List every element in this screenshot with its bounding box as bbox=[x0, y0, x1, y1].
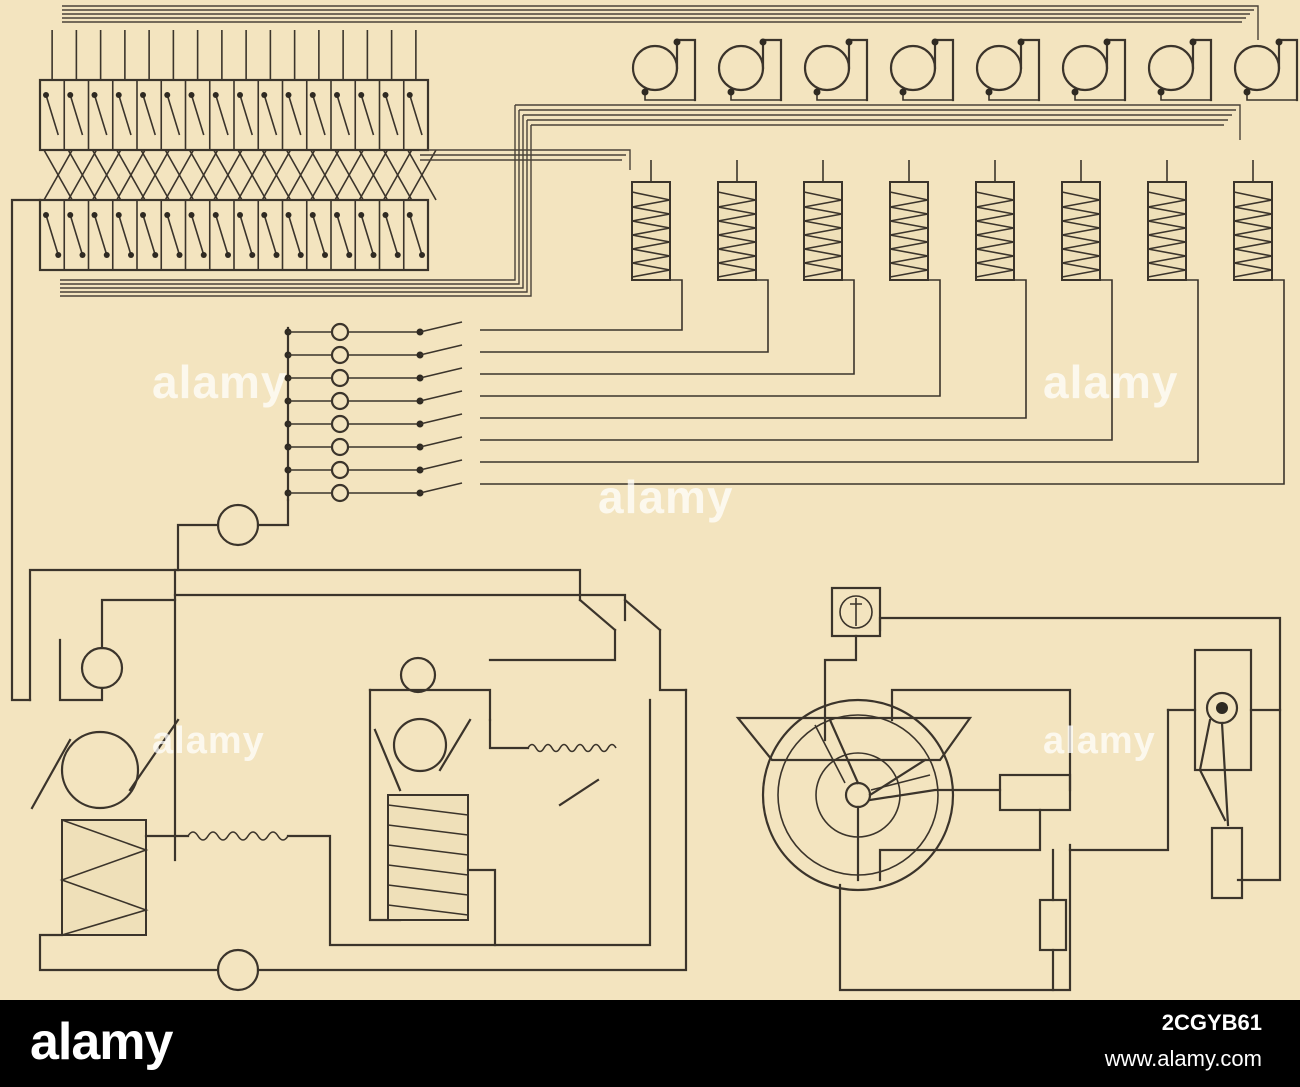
switch-pair bbox=[257, 30, 292, 270]
signal-lamp-row bbox=[284, 482, 463, 503]
lower-middle-relay bbox=[368, 656, 617, 947]
signal-lamp-row bbox=[284, 321, 463, 342]
switch-pair bbox=[111, 30, 146, 270]
top-lamp bbox=[631, 38, 697, 102]
top-lamp bbox=[1061, 38, 1127, 102]
relay-coil bbox=[480, 160, 855, 375]
central-lamp bbox=[176, 498, 290, 572]
switch-pair bbox=[233, 30, 267, 270]
switch-pair bbox=[354, 30, 389, 270]
signal-lamp-column bbox=[284, 321, 463, 503]
switch-pair bbox=[39, 30, 73, 270]
relay-coil bbox=[480, 160, 1113, 441]
relay-coil bbox=[480, 160, 683, 331]
signal-lamp-row bbox=[284, 459, 463, 480]
signal-lamp-row bbox=[284, 390, 463, 411]
watermark-right: alamy bbox=[1043, 356, 1179, 408]
stock-footer-bar: alamy 2CGYB61 www.alamy.com bbox=[0, 1000, 1300, 1087]
switch-pair bbox=[402, 30, 437, 270]
middle-cable-bundle bbox=[60, 104, 1241, 297]
top-lamp bbox=[1147, 38, 1213, 102]
top-lamp bbox=[717, 38, 783, 102]
relay-coil bbox=[480, 160, 1027, 419]
top-lamp bbox=[803, 38, 869, 102]
wiring-schematic bbox=[10, 5, 1299, 992]
switch-pair bbox=[184, 30, 219, 270]
motor-assembly bbox=[735, 586, 1282, 992]
switch-pair bbox=[208, 30, 243, 270]
lower-left-relay bbox=[28, 568, 688, 992]
top-lamp bbox=[1233, 38, 1299, 102]
switch-cells bbox=[39, 30, 437, 270]
relay-coil bbox=[480, 160, 1285, 485]
top-lamp-row bbox=[631, 38, 1299, 102]
signal-lamp-row bbox=[284, 413, 463, 434]
switch-pair bbox=[87, 30, 122, 270]
stock-logo[interactable]: alamy bbox=[30, 1013, 173, 1071]
image-id-label: 2CGYB61 bbox=[1161, 1010, 1262, 1035]
switch-pair bbox=[305, 30, 340, 270]
watermark-center: alamy bbox=[598, 471, 734, 523]
switch-pair bbox=[378, 30, 413, 270]
signal-lamp-row bbox=[284, 436, 463, 457]
watermark-left: alamy bbox=[152, 356, 288, 408]
switch-pair bbox=[160, 30, 195, 270]
relay-coil bbox=[480, 160, 1199, 463]
circuit-diagram bbox=[10, 5, 1299, 992]
signal-lamp-row bbox=[284, 344, 463, 365]
signal-lamp-row bbox=[284, 367, 463, 388]
switch-pair bbox=[136, 30, 170, 270]
relay-coil bbox=[480, 160, 769, 353]
relay-coil bbox=[480, 160, 941, 397]
watermark-lower-right: alamy bbox=[1043, 720, 1156, 762]
top-cable bbox=[62, 5, 1259, 40]
top-lamp bbox=[975, 38, 1041, 102]
switch-pair bbox=[330, 30, 364, 270]
stock-url-link[interactable]: www.alamy.com bbox=[1104, 1046, 1262, 1071]
left-return-wire bbox=[10, 198, 42, 702]
top-lamp bbox=[889, 38, 955, 102]
watermark-lower-left: alamy bbox=[152, 720, 265, 762]
switch-pair bbox=[281, 30, 316, 270]
relay-coil-row bbox=[480, 160, 1285, 485]
switch-pair bbox=[63, 30, 98, 270]
